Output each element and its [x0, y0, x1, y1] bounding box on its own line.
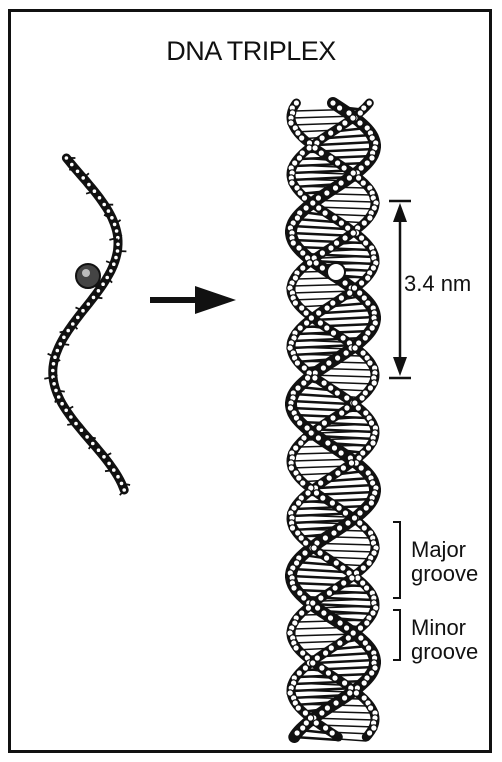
pitch-label: 3.4 nm	[404, 272, 471, 296]
minor-groove-label: Minor groove	[411, 616, 478, 664]
minor-groove-bracket	[393, 610, 400, 660]
dna-triplex-helix-illustration	[287, 100, 379, 741]
transformation-arrow	[150, 286, 236, 314]
major-groove-bracket	[393, 522, 400, 598]
major-groove-label: Major groove	[411, 538, 478, 586]
single-strand-dna-illustration	[44, 156, 130, 496]
